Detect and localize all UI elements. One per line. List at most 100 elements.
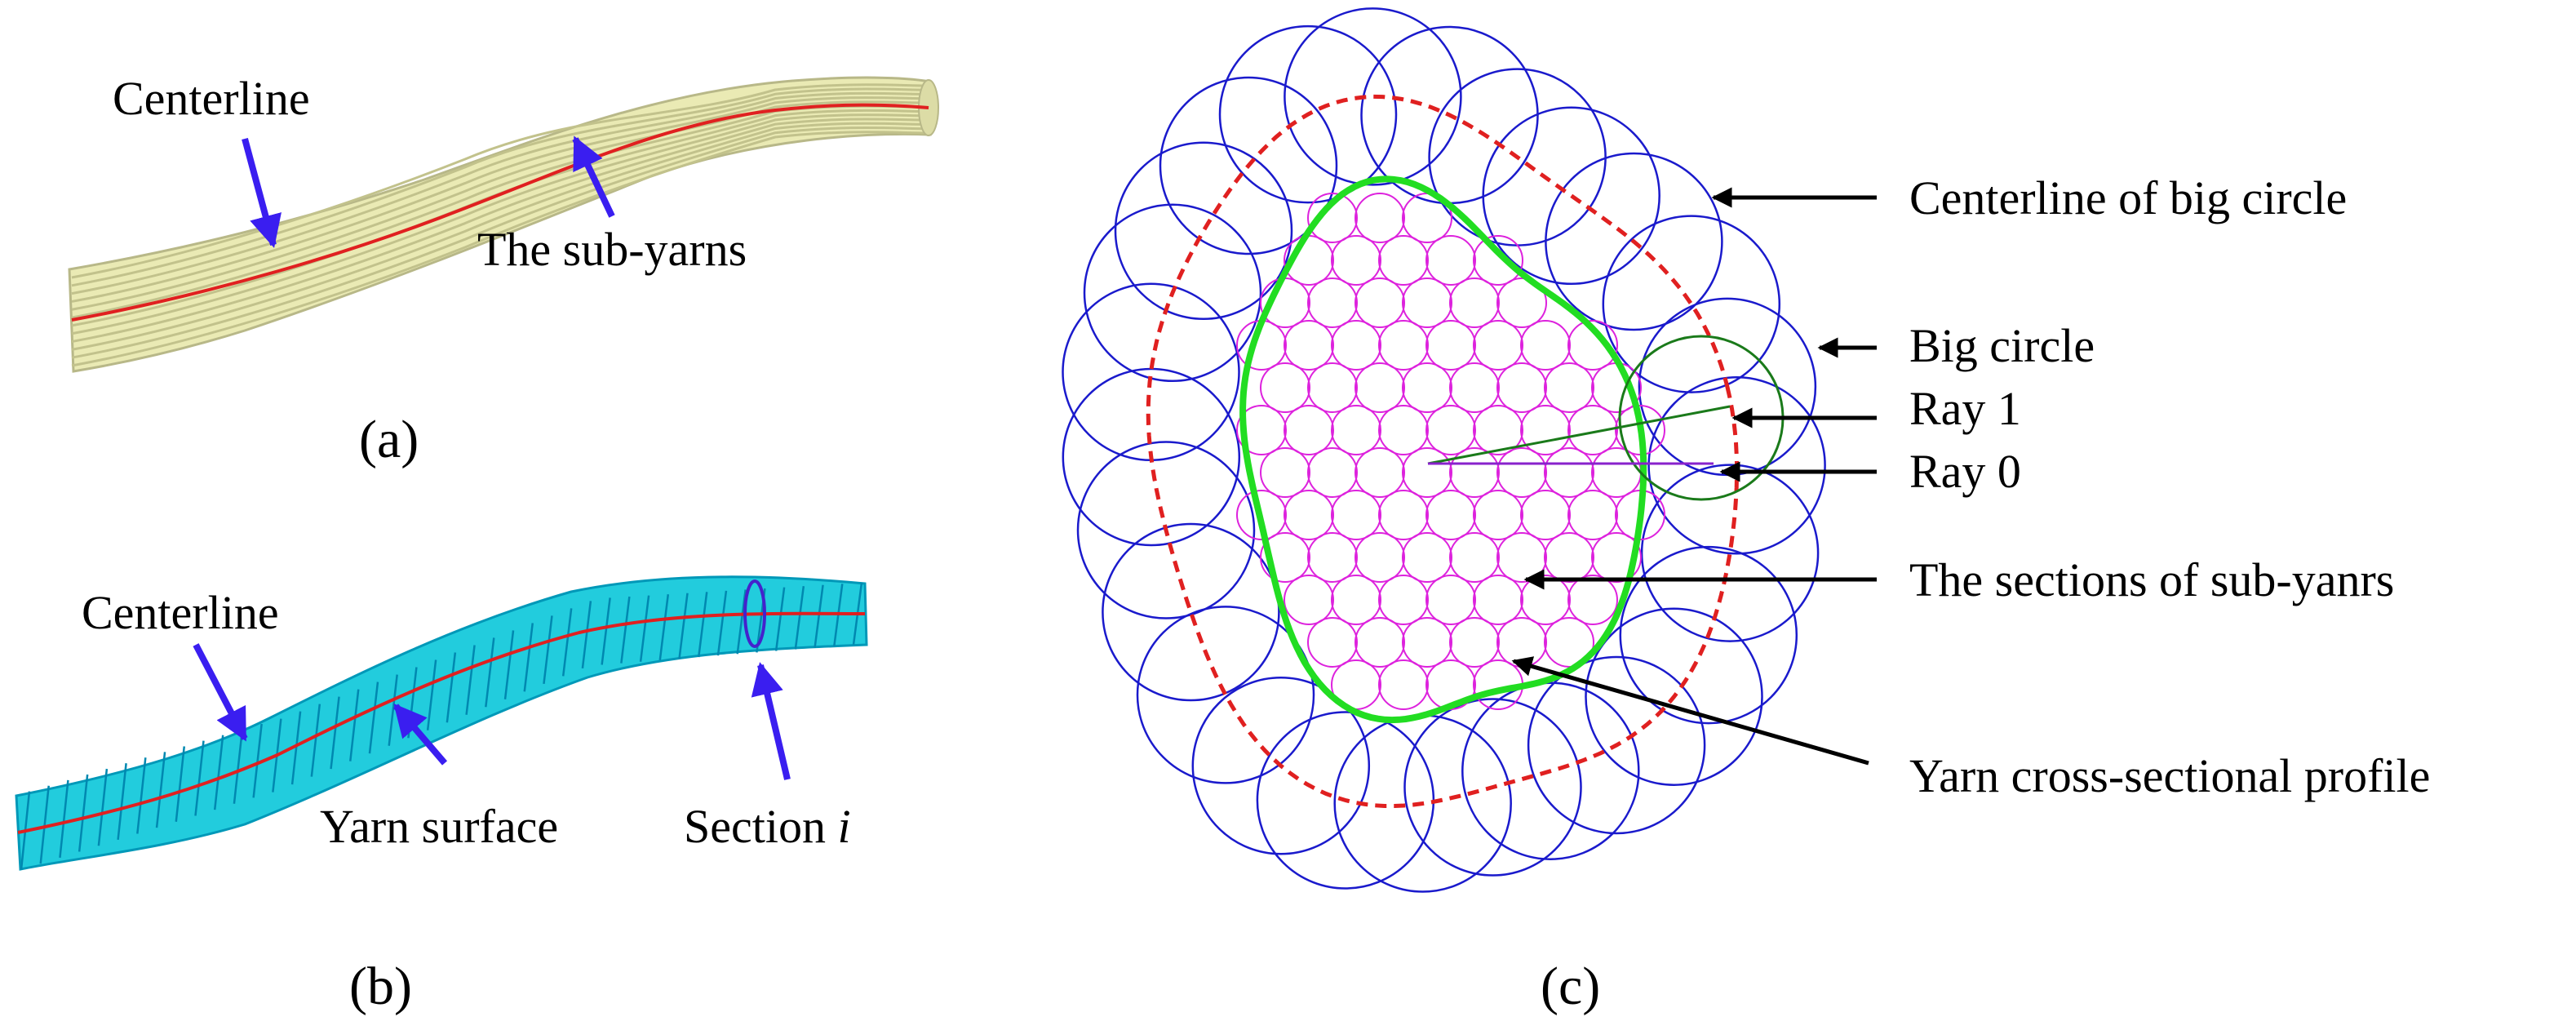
big-circle [1403,698,1582,877]
sub-yarn-section [1307,277,1358,328]
centerline-label-b: Centerline [82,586,279,639]
big-circle [1647,376,1826,555]
sub-yarn-section [1378,490,1429,540]
big-circle-centerline [1146,94,1740,808]
label-centerline-big-circle: Centerline of big circle [1909,171,2347,224]
sub-yarn-section [1473,405,1523,455]
big-circle [1218,24,1398,204]
sub-yarn-stripe [71,118,929,344]
sub-yarn-section [1331,235,1381,286]
centerline-label-a: Centerline [113,72,310,125]
mesh-line [136,757,147,834]
section-i-ring [743,579,766,648]
sub-yarn-section [1355,193,1405,243]
sub-yarn-section [1520,490,1571,540]
label-big-circle: Big circle [1909,319,2095,372]
big-circle [1102,522,1280,702]
label-ray0: Ray 0 [1909,445,2021,498]
sub-yarn-section [1307,617,1358,668]
sub-yarn-section [1331,575,1381,625]
big-circle [1602,215,1781,393]
mesh-line [290,711,302,785]
sub-yarn-section [1402,277,1452,328]
mesh-line [155,752,166,828]
sub-yarn-section [1425,490,1476,540]
sub-yarn-section [1355,362,1405,413]
sub-yarn-section [1307,532,1358,583]
mesh-line [213,735,224,810]
sub-yarn-stripe [71,100,929,311]
section-label-index: i [837,800,850,853]
sub-yarn-section [1355,447,1405,498]
sub-yarn-section [1520,405,1571,455]
mesh-line [426,659,437,730]
sub-yarn-section [1567,575,1618,625]
label-ray1: Ray 1 [1909,382,2021,435]
sub-yarn-section [1473,575,1523,625]
big-circle [1076,441,1256,619]
section-label-prefix: Section [684,800,837,853]
mesh-line [581,601,592,669]
sub-yarn-section [1284,490,1334,540]
mesh-line [658,594,670,660]
sub-yarn-section [1567,320,1618,371]
mesh-line [349,689,360,761]
sub-yarn-section [1331,490,1381,540]
sub-yarn-section [1567,405,1618,455]
sub-yarn-section [1378,659,1429,710]
yarn-bundle-a [68,76,939,373]
panel-a: Centerline The sub-yarns (a) [68,72,939,469]
big-circle [1585,607,1763,786]
sub-yarn-section [1378,235,1429,286]
sub-yarn-section [1449,277,1500,328]
surface-arrow-b [392,703,448,766]
mesh-line [97,768,109,846]
sub-yarn-section [1402,617,1452,668]
sub-yarn-section [1425,320,1476,371]
sub-yarn-section [1520,320,1571,371]
sub-yarn-section [1307,193,1358,243]
sub-yarn-sections [1236,193,1665,710]
mesh-line [465,645,476,715]
sub-yarn-section [1402,532,1452,583]
mesh-line [814,584,824,648]
sub-yarn-section [1567,490,1618,540]
mesh-line [543,615,553,684]
ray-1 [1427,405,1731,465]
mesh-line [561,608,573,677]
big-circle [1482,106,1660,286]
mesh-line [233,729,244,804]
panel-b: Centerline Yarn surface Section i (b) [15,575,868,1016]
mesh-line [716,590,728,656]
sub-yarn-section [1425,405,1476,455]
sub-yarn-section [1449,532,1500,583]
sub-yarn-section [1331,405,1381,455]
big-circle [1461,681,1640,860]
label-profile: Yarn cross-sectional profile [1909,749,2430,802]
mesh-line [117,763,127,840]
label-sections: The sections of sub-yanrs [1909,553,2394,606]
mesh-line [59,779,69,859]
mesh-line [620,596,631,664]
big-circle [1545,152,1723,331]
big-circle [1083,203,1262,383]
sub-yarn-section [1544,362,1594,413]
sub-yarn-section [1260,362,1310,413]
sub-yarn-section [1591,447,1642,498]
centerline-a [71,103,929,322]
big-circle [1136,606,1315,784]
surface-label-b: Yarn surface [320,800,558,853]
big-circle [1191,677,1371,855]
centerline-arrow-b [193,643,248,742]
sub-yarn-stripe [71,91,929,295]
yarn-cross-section-profile [1239,175,1647,724]
big-circle [1114,141,1293,321]
mesh-line [388,674,398,746]
mesh-line [678,593,689,659]
caption-c: (c) [1541,957,1600,1016]
sub-yarn-section [1402,447,1452,498]
sub-yarn-section [1402,362,1452,413]
sub-yarn-section [1544,532,1594,583]
mesh-line [446,652,457,723]
sub-yarn-section [1307,447,1358,498]
